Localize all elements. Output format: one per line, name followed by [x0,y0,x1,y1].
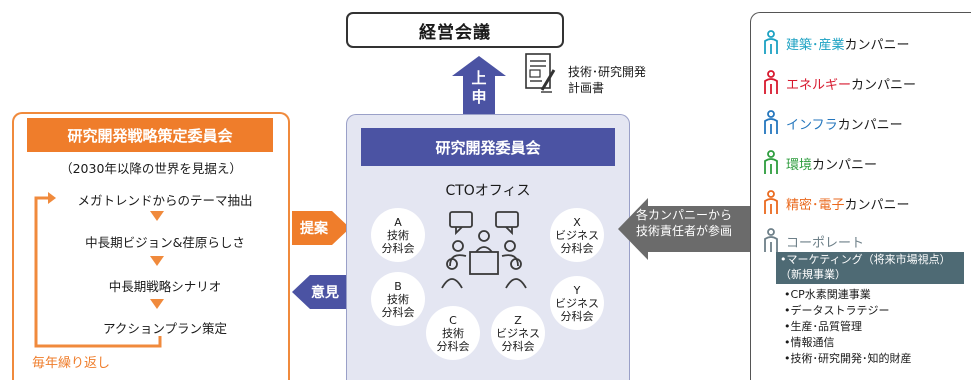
report-up-arrow [452,56,506,116]
subcommittee-x: X ビジネス 分科会 [550,208,604,262]
subcommittee-z: Z ビジネス 分科会 [491,306,545,360]
corporate-marketing-highlight: •マーケティング（将来市場視点） （新規事業） [776,252,964,284]
subcommittee-letter: Z [514,313,522,327]
person-icon [764,150,778,174]
corporate-name: コーポレート [786,235,865,251]
company-suffix: カンパニー [812,157,878,173]
subcommittee-type: ビジネス [555,228,599,242]
subcommittee-word: 分科会 [381,241,415,255]
document-pen-icon [525,53,556,93]
person-icon [764,190,778,214]
subcommittee-letter: B [394,279,402,293]
subcommittee-type: 技術 [442,326,464,340]
step-down-arrow [150,299,164,309]
corporate: コーポレート [762,228,864,254]
subcommittee-type: ビジネス [555,296,599,310]
cto-office-label: CTOオフィス [445,183,531,199]
corporate-item: •技術･研究開発･知的財産 [784,352,912,365]
management-meeting-label: 経営会議 [419,22,491,43]
step-down-arrow [150,211,164,221]
opinion-label: 意見 [311,285,339,301]
subcommittee-word: 分科会 [436,339,470,353]
subcommittee-letter: C [449,313,457,327]
step-vision: 中長期ビジョン&荏原らしさ [85,235,245,250]
step-megatrend: メガトレンドからのテーマ抽出 [77,193,253,208]
company-accent: エネルギー [786,77,852,93]
company-suffix: カンパニー [837,117,903,133]
corporate-item: •情報通信 [784,336,835,349]
report-label: 上 申 [471,69,487,106]
subcommittee-letter: Y [573,283,581,297]
company-environment: 環境カンパニー [762,150,877,176]
subcommittee-type: ビジネス [496,326,540,340]
corporate-item: •生産･品質管理 [784,320,862,333]
person-icon [764,228,778,252]
company-building-industrial: 建築･産業カンパニー [762,30,910,56]
step-down-arrow [150,256,164,266]
person-icon [764,30,778,54]
subcommittee-word: 分科会 [560,309,594,323]
subcommittee-word: 分科会 [560,241,594,255]
company-suffix: カンパニー [844,197,910,213]
participation-label: 各カンパニーから 技術責任者が参画 [635,208,732,238]
subcommittee-letter: A [394,215,402,229]
subcommittee-letter: X [573,215,581,229]
company-suffix: カンパニー [844,37,910,53]
subcommittee-a: A 技術 分科会 [371,208,425,262]
plan-document-label: 技術･研究開発 計画書 [568,65,647,95]
step-scenario: 中長期戦略シナリオ [108,279,222,294]
company-energy: エネルギーカンパニー [762,70,916,96]
company-accent: 環境 [786,157,813,173]
proposal-label: 提案 [300,221,328,237]
proposal-arrow [292,211,350,245]
company-accent: 建築･産業 [786,37,845,53]
meeting-people-icon [441,211,527,289]
subcommittee-c: C 技術 分科会 [426,306,480,360]
person-icon [764,110,778,134]
company-precision-electronics: 精密･電子カンパニー [762,190,910,216]
corporate-item: •データストラテジー [784,304,890,317]
corporate-item: •CP水素関連事業 [784,288,871,301]
company-suffix: カンパニー [851,77,917,93]
management-meeting-box: 経営会議 [346,12,564,48]
repeat-yearly-label: 毎年繰り返し [32,356,111,371]
opinion-arrow [292,275,352,309]
rd-committee-title: 研究開発委員会 [361,128,615,166]
subcommittee-type: 技術 [387,292,409,306]
subcommittee-type: 技術 [387,228,409,242]
companies-panel [750,12,971,380]
subcommittee-y: Y ビジネス 分科会 [550,276,604,330]
subcommittee-b: B 技術 分科会 [371,272,425,326]
repeat-loop-line [34,192,162,348]
company-accent: インフラ [786,117,838,133]
person-icon [764,70,778,94]
subcommittee-word: 分科会 [501,339,535,353]
strategy-committee-title: 研究開発戦略策定委員会 [27,118,273,152]
strategy-committee-subtitle: （2030年以降の世界を見据え） [60,161,242,176]
step-action-plan: アクションプラン策定 [102,321,227,336]
company-infrastructure: インフラカンパニー [762,110,903,136]
company-accent: 精密･電子 [786,197,845,213]
strategy-committee-panel [12,112,290,380]
subcommittee-word: 分科会 [381,305,415,319]
participation-arrow [618,198,750,260]
